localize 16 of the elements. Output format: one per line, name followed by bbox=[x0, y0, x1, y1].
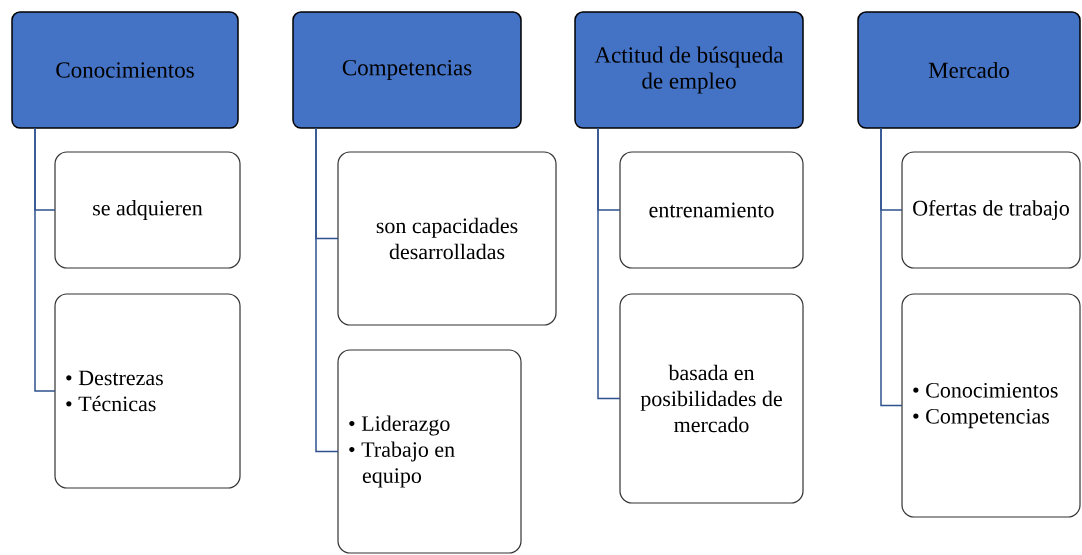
text-box: se adquieren bbox=[54, 151, 241, 269]
text-box: Ofertas de trabajo bbox=[901, 151, 1081, 269]
connector-line bbox=[315, 127, 339, 453]
header-box: Conocimientos bbox=[11, 11, 239, 129]
bullet-list-box: • Conocimientos • Competencias bbox=[901, 293, 1081, 518]
connector-line bbox=[597, 127, 621, 400]
connector-line bbox=[880, 127, 903, 407]
text-box: basada en posibilidades de mercado bbox=[619, 293, 804, 504]
bullet-list-box: • Destrezas • Técnicas bbox=[54, 293, 241, 489]
text-box: entrenamiento bbox=[619, 151, 804, 269]
header-box: Mercado bbox=[857, 11, 1081, 129]
header-box: Actitud de búsqueda de empleo bbox=[574, 11, 804, 129]
connector-line bbox=[34, 127, 56, 392]
bullet-list-box: • Liderazgo • Trabajo en equipo bbox=[337, 349, 522, 554]
header-box: Competencias bbox=[292, 11, 522, 129]
text-box: son capacidades desarrolladas bbox=[337, 151, 557, 326]
